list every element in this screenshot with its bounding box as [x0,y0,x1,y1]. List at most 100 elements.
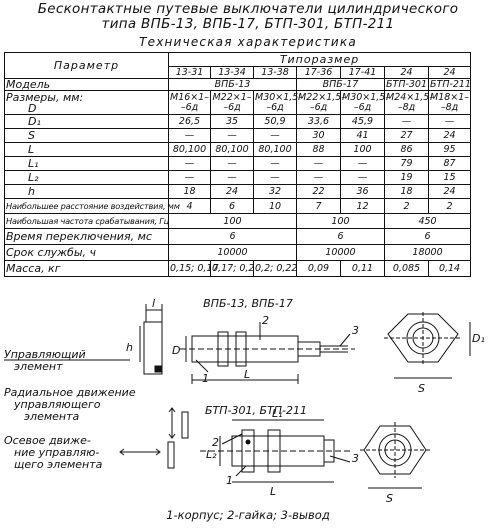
max-distance-cell: 6 [210,198,254,214]
service-life-label: Срок службы, ч [4,244,169,261]
hex-nut-view-bottom [360,422,430,478]
max-distance-cell: 2 [427,198,472,214]
L2-cell: — [210,170,254,185]
sym-L1: L₁ [28,157,39,170]
hex-nut-view-top [384,312,462,364]
dims-D1-row: D₁ 26,5 35 50,9 33,6 45,9 — — [4,114,472,129]
D1-cell: 35 [210,114,254,129]
model-cell: ВПБ-17 [296,78,385,91]
dim-L-label-bottom: L [270,485,276,498]
mass-cell: 0,11 [340,260,385,277]
L1-cell: 79 [384,156,429,171]
switch-time-label: Время переключения, мс [4,228,169,245]
variant-cell: 17-41 [340,66,385,79]
D1-cell: 33,6 [296,114,341,129]
D-bottom: –8д [397,101,416,113]
variant-cell: 13-34 [210,66,254,79]
D-top: М22×1– [212,91,252,103]
part-2-label: 2 [262,314,269,327]
dims-L1-row: L₁ — — — — — 79 87 [4,156,472,171]
L1-cell: — [210,156,254,171]
switch-time-cell: 6 [383,228,472,245]
D-top: М24×1,5– [386,91,435,103]
top-caption: ВПБ-13, ВПБ-17 [203,297,293,310]
S-cell: 30 [296,128,341,143]
service-life-cell: 18000 [383,244,472,261]
control-element-line2: элемент [14,360,63,373]
L2-cell: — [296,170,341,185]
variant-cell: 13-31 [168,66,211,79]
D-bottom: –8д [440,101,459,113]
D1-cell: — [427,114,472,129]
h-cell: 22 [296,184,341,199]
title-line-2: типа ВПБ-13, ВПБ-17, БТП-301, БТП-211 [101,16,395,32]
h-cell: 24 [427,184,472,199]
S-cell: 27 [384,128,429,143]
btp-switch-body [200,429,350,473]
h-cell: 18 [168,184,211,199]
control-element-square [143,321,163,375]
dim-l-label: l [152,297,155,310]
D-top: М22×1,5– [298,91,347,103]
S-cell: — [168,128,211,143]
mass-cell: 0,14 [427,260,472,277]
max-freq-cell: 450 [383,213,472,229]
L2-cell: — [168,170,211,185]
dim-L-label: L [244,368,250,381]
max-distance-cell: 2 [384,198,429,214]
sym-S: S [28,129,35,142]
part-3-label: 3 [352,324,359,337]
dim-h-label: h [126,341,133,354]
D-top: М16×1– [170,91,210,103]
param-header: Параметр [4,52,169,79]
model-cell: БТП-301 [384,78,429,91]
sym-D: D [28,101,37,115]
title-line-1: Бесконтактные путевые выключатели цилинд… [37,1,459,17]
D-bottom: –6д [223,101,241,113]
mass-cell: 0,085 [384,260,429,277]
vpb-switch-body [180,331,355,367]
max-freq-row: Наибольшая частота срабатывания, Гц 100 … [4,213,472,229]
service-life-cell: 10000 [168,244,297,261]
D1-cell: 45,9 [340,114,385,129]
typesize-header: Типоразмер [167,52,472,67]
D1-cell: — [384,114,429,129]
switch-time-cell: 6 [296,228,385,245]
dims-L2-row: L₂ — — — — — 19 15 [4,170,472,185]
L1-cell: — [340,156,385,171]
dim-S-label-bottom: S [386,492,393,505]
L-cell: 80,100 [168,142,211,157]
S-cell: 41 [340,128,385,143]
S-cell: — [253,128,297,143]
radial-arrows [168,407,189,439]
L-cell: 80,100 [210,142,254,157]
D-top: М30×1,5– [342,91,391,103]
D-bottom: –6д [309,101,328,113]
D-top: М30×1,5– [255,91,304,103]
max-distance-label: Наибольшее расстояние воздействия, мм [4,198,180,214]
h-cell: 24 [210,184,254,199]
service-life-cell: 10000 [296,244,385,261]
axial-line3: щего элемента [14,458,103,471]
D-bottom: –6д [353,101,372,113]
dims-h-row: h 18 24 32 22 36 18 24 [4,184,472,199]
mass-cell: 0,2; 0,22 [253,260,297,277]
model-cell: БТП-211 [427,78,472,91]
D1-cell: 50,9 [253,114,297,129]
header-row: Параметр Типоразмер [4,52,472,79]
model-row: Модель ВПБ-13 ВПБ-17 БТП-301 БТП-211 [4,78,472,91]
S-cell: 24 [427,128,472,143]
dims-S-row: S — — — 30 41 27 24 [4,128,472,143]
L-cell: 100 [340,142,385,157]
model-label: Модель [4,78,169,91]
legend-caption: 1-корпус; 2-гайка; 3-вывод [166,508,330,522]
L2-cell: 19 [384,170,429,185]
D-top: М18×1– [430,91,470,103]
D-bottom: –6д [266,101,284,113]
dims-L-row: L 80,100 80,100 80,100 88 100 86 95 [4,142,472,157]
service-life-row: Срок службы, ч 10000 10000 18000 [4,244,472,261]
radial-line1: Радиальное движение [4,386,136,399]
part-2-label-bottom: 2 [212,436,219,449]
max-distance-cell: 10 [253,198,297,214]
L-cell: 86 [384,142,429,157]
